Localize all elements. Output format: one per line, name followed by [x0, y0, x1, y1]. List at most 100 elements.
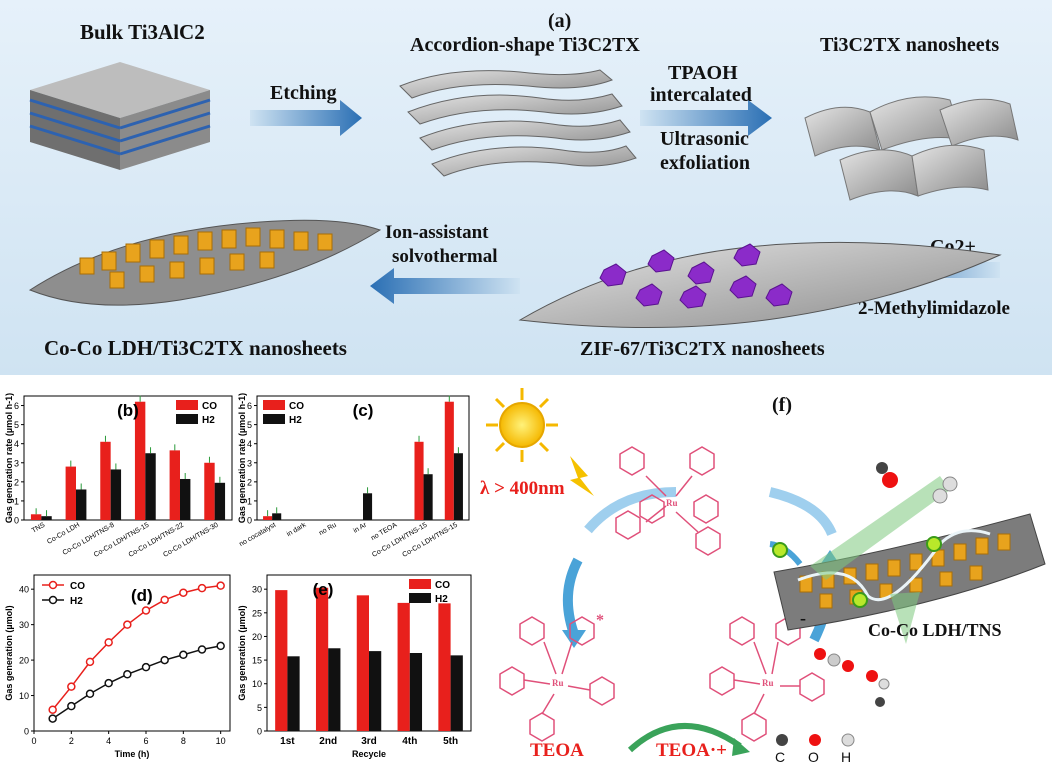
data-point-h2 [85, 689, 95, 699]
accordion-sheets-icon [399, 69, 637, 177]
data-point-co [197, 583, 207, 593]
data-point-co [179, 588, 188, 597]
ru-label-left: Ru [552, 678, 564, 688]
data-point-h2 [160, 655, 169, 665]
legend-label: CO [435, 580, 450, 591]
x-tick-label: in dark [286, 521, 308, 538]
bar-co [134, 401, 146, 520]
data-point-h2 [179, 650, 188, 660]
data-point-h2 [48, 714, 57, 723]
data-point-co [216, 581, 225, 590]
y-tick-label: 20 [252, 632, 262, 642]
y-tick-label: 0 [24, 727, 29, 737]
bar-co [263, 516, 273, 520]
x-tick-label: 4 [106, 736, 111, 746]
y-tick-label: 20 [19, 656, 29, 666]
y-tick-label: 10 [19, 691, 29, 701]
y-tick-label: 25 [252, 608, 262, 618]
x-tick-label: Co-Co LDH/TNS-15 [401, 522, 458, 559]
ldh-label: Co-Co LDH/Ti3C2TX nanosheets [44, 336, 347, 360]
ru-label-right: Ru [762, 678, 774, 688]
x-tick-label: 2nd [319, 736, 337, 747]
tpaoh-label: TPAOH [668, 62, 738, 84]
sun-icon [486, 388, 558, 462]
bulk-block-icon [29, 62, 211, 170]
panel-f-graphics [486, 388, 1046, 756]
y-tick-label: 1 [247, 496, 252, 506]
y-tick-label: 5 [14, 420, 19, 430]
accordion-label: Accordion-shape Ti3C2TX [410, 34, 640, 56]
y-tick-label: 3 [247, 458, 252, 468]
x-tick-label: 4th [402, 736, 417, 747]
legend-label: CO [202, 401, 217, 412]
legend-h: H [841, 749, 852, 765]
legend-label: H2 [435, 594, 448, 605]
y-tick-label: 0 [14, 516, 19, 526]
y-tick-label: 4 [247, 439, 252, 449]
legend-swatch-co [409, 579, 431, 589]
y-tick-label: 10 [252, 679, 262, 689]
ru-complex-top [615, 446, 721, 556]
x-tick-label: 6 [143, 736, 148, 746]
panel-f-mechanism: (f) λ > 400nm Ru Ru Ru * - TEOA TEOA·+ C… [470, 384, 1052, 767]
y-tick-label: 2 [247, 477, 252, 487]
bar-h2 [409, 653, 423, 731]
ion-assistant-label: Ion-assistant [385, 222, 489, 243]
legend-swatch-co [263, 400, 285, 410]
bar-h2 [287, 656, 300, 731]
electron-icon [772, 536, 942, 608]
data-point-co [160, 595, 169, 605]
plot-frame [33, 574, 231, 732]
y-tick-label: 3 [14, 458, 19, 468]
bar-h2 [369, 651, 382, 731]
legend-label: CO [70, 581, 85, 592]
etching-arrow-icon [250, 100, 362, 136]
bar-h2 [41, 516, 52, 520]
bar-co [444, 401, 454, 520]
series-line-h2 [52, 645, 221, 720]
y-tick-label: 0 [247, 516, 252, 526]
y-axis-label: Gas generation rate (µmol h-1) [4, 393, 14, 523]
legend-o: O [808, 749, 819, 765]
bar-co [169, 450, 180, 520]
x-tick-label: 5th [443, 736, 458, 747]
x-tick-label: 10 [216, 736, 226, 746]
x-tick-label: 1st [280, 736, 295, 747]
etching-label: Etching [270, 82, 337, 104]
ldh-tns-sheet-icon [773, 476, 1046, 644]
y-axis-label: Gas generation (µmol) [237, 605, 247, 700]
data-point-h2 [216, 641, 225, 651]
exfoliation-label: exfoliation [660, 152, 750, 174]
data-point-h2 [67, 701, 76, 711]
bar-co [204, 462, 215, 520]
data-point-h2 [123, 670, 132, 679]
zif-label: ZIF-67/Ti3C2TX nanosheets [580, 338, 825, 360]
panel-tag: (e) [313, 580, 334, 599]
x-tick-label: Co-Co LDH/TNS-15 [371, 522, 428, 559]
atom-legend-icon [776, 733, 855, 747]
teoa-label: TEOA [530, 740, 584, 761]
ultrasonic-label: Ultrasonic [660, 128, 749, 150]
bar-h2 [363, 493, 373, 520]
bar-co [30, 514, 42, 520]
x-axis-label: Time (h) [115, 749, 150, 759]
ldh-tns-label: Co-Co LDH/TNS [868, 620, 1002, 640]
data-point-co [123, 620, 132, 629]
teoa-arrow-icon [627, 723, 742, 753]
intercalated-label: intercalated [650, 84, 752, 106]
y-tick-label: 6 [14, 401, 19, 411]
bar-co [356, 595, 369, 731]
nanosheets-icon [804, 96, 1019, 201]
x-tick-label: TNS [31, 522, 47, 535]
data-point-h2 [197, 645, 207, 654]
y-tick-label: 2 [14, 477, 19, 487]
bar-co [397, 602, 410, 731]
legend-c: C [775, 749, 786, 765]
product-molecules-icon [814, 462, 958, 707]
x-tick-label: in Ar [352, 521, 368, 534]
data-point-h2 [104, 678, 113, 688]
x-tick-label: no cocatalyst [238, 522, 277, 549]
